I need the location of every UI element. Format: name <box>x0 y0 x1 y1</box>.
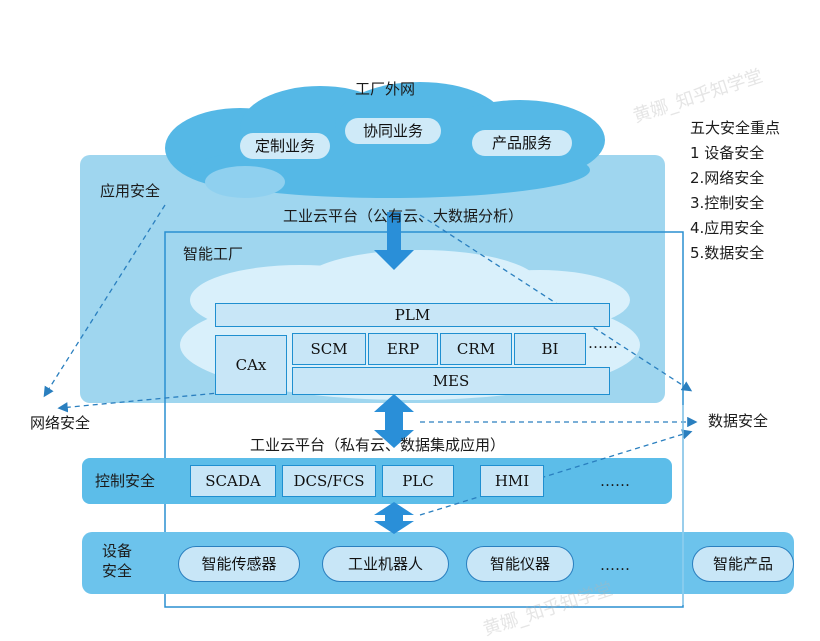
device-security-label: 设备 安全 <box>102 541 132 581</box>
factory-extranet-label: 工厂外网 <box>355 80 416 98</box>
control-scada: SCADA <box>190 465 276 497</box>
control-security-label: 控制安全 <box>95 472 156 490</box>
cloud-service-product: 产品服务 <box>472 130 572 156</box>
arrow-control-device <box>374 502 414 534</box>
device-industrial-robot: 工业机器人 <box>322 546 449 582</box>
control-hmi: HMI <box>480 465 544 497</box>
device-security-line1: 设备 <box>102 542 133 560</box>
key-point-2: 2.网络安全 <box>690 169 765 187</box>
public-cloud-label: 工业云平台（公有云、大数据分析） <box>283 207 524 225</box>
cloud-service-custom: 定制业务 <box>240 133 330 159</box>
arrow-cloud-to-factory <box>374 212 414 270</box>
smart-factory-label: 智能工厂 <box>183 245 244 263</box>
module-bi: BI <box>514 333 586 365</box>
modules-more: …… <box>588 334 618 352</box>
mes-box: MES <box>292 367 610 395</box>
data-security-label: 数据安全 <box>708 412 769 430</box>
plm-box: PLM <box>215 303 610 327</box>
private-cloud-label: 工业云平台（私有云、数据集成应用） <box>250 436 506 454</box>
module-erp: ERP <box>368 333 438 365</box>
key-points-title: 五大安全重点 <box>690 119 781 137</box>
app-security-label: 应用安全 <box>100 182 161 200</box>
key-points-list: 五大安全重点 1 设备安全 2.网络安全 3.控制安全 4.应用安全 5.数据安… <box>690 116 780 266</box>
cax-box: CAx <box>215 335 287 395</box>
key-point-5: 5.数据安全 <box>690 244 765 262</box>
cloud-service-collab: 协同业务 <box>345 118 441 144</box>
control-dcs-fcs: DCS/FCS <box>282 465 376 497</box>
key-point-1: 1 设备安全 <box>690 144 765 162</box>
device-more: …… <box>600 556 630 574</box>
module-crm: CRM <box>440 333 512 365</box>
network-security-label: 网络安全 <box>30 414 91 432</box>
key-point-4: 4.应用安全 <box>690 219 765 237</box>
arrow-factory-control <box>374 394 414 448</box>
key-point-3: 3.控制安全 <box>690 194 765 212</box>
control-plc: PLC <box>382 465 454 497</box>
control-more: …… <box>600 472 630 490</box>
module-scm: SCM <box>292 333 366 365</box>
device-security-line2: 安全 <box>102 562 133 580</box>
device-smart-product: 智能产品 <box>692 546 794 582</box>
device-smart-sensor: 智能传感器 <box>178 546 300 582</box>
device-smart-instrument: 智能仪器 <box>466 546 574 582</box>
